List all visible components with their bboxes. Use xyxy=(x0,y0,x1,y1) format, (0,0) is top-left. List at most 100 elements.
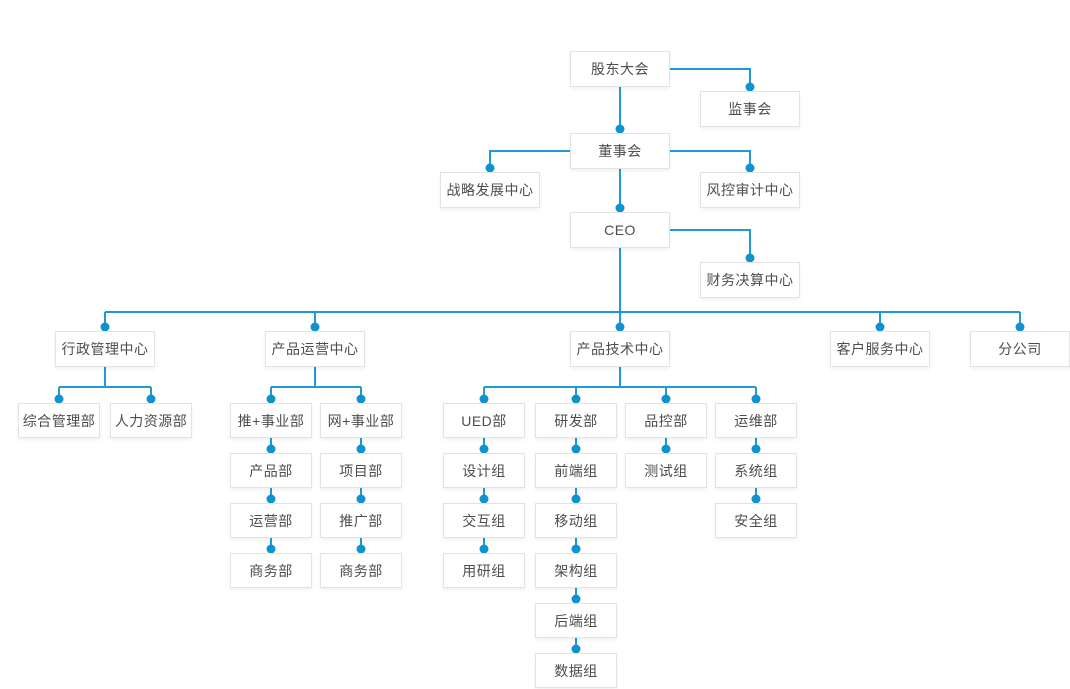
org-node-supervisory-board: 监事会 xyxy=(700,91,800,127)
connector-dot xyxy=(356,444,366,454)
org-node-label: 产品技术中心 xyxy=(576,341,664,357)
org-node-label: 客户服务中心 xyxy=(836,341,924,357)
org-node-label: 推广部 xyxy=(339,512,383,529)
org-node-data-group: 数据组 xyxy=(535,653,617,688)
connector-dot xyxy=(615,124,625,134)
connector-dot xyxy=(875,322,885,332)
org-node-label: 项目部 xyxy=(339,462,383,479)
org-node-wang-division: 网+事业部 xyxy=(320,403,402,438)
org-node-customer-service-center: 客户服务中心 xyxy=(830,331,930,367)
org-node-label: 安全组 xyxy=(734,512,778,529)
connector-dot xyxy=(571,544,581,554)
org-node-ceo: CEO xyxy=(570,212,670,248)
org-node-label: 商务部 xyxy=(339,562,383,579)
connector-dot xyxy=(661,444,671,454)
connector-dot xyxy=(745,82,755,92)
org-node-hr-dept: 人力资源部 xyxy=(110,403,192,438)
org-node-label: CEO xyxy=(604,222,636,238)
org-node-operations-dept: 运营部 xyxy=(230,503,312,538)
connector-dot xyxy=(615,322,625,332)
connector-dot xyxy=(751,394,761,404)
connector-dot xyxy=(745,163,755,173)
connector-dot xyxy=(571,594,581,604)
connector-line xyxy=(670,68,751,91)
connector-dot xyxy=(266,444,276,454)
org-node-product-tech-center: 产品技术中心 xyxy=(570,331,670,367)
org-node-mobile-group: 移动组 xyxy=(535,503,617,538)
org-node-product-dept: 产品部 xyxy=(230,453,312,488)
org-node-label: 研发部 xyxy=(554,412,598,429)
org-node-label: 人力资源部 xyxy=(114,412,188,429)
org-node-label: 产品运营中心 xyxy=(271,341,359,357)
org-node-label: 架构组 xyxy=(554,562,598,579)
org-node-label: 推+事业部 xyxy=(237,412,305,429)
org-node-project-dept: 项目部 xyxy=(320,453,402,488)
org-node-label: 数据组 xyxy=(554,662,598,679)
org-node-finance-center: 财务决算中心 xyxy=(700,262,800,298)
org-node-label: 综合管理部 xyxy=(22,412,96,429)
org-node-business-dept-2: 商务部 xyxy=(320,553,402,588)
connector-line xyxy=(670,150,751,172)
connector-dot xyxy=(1015,322,1025,332)
org-node-design-group: 设计组 xyxy=(443,453,525,488)
org-node-label: 产品部 xyxy=(249,462,293,479)
org-node-general-mgmt-dept: 综合管理部 xyxy=(18,403,100,438)
org-node-user-research-group: 用研组 xyxy=(443,553,525,588)
org-node-architecture-group: 架构组 xyxy=(535,553,617,588)
connector-dot xyxy=(479,394,489,404)
org-node-label: 品控部 xyxy=(644,412,688,429)
org-node-promotion-dept: 推广部 xyxy=(320,503,402,538)
connector-dot xyxy=(266,494,276,504)
connector-dot xyxy=(751,444,761,454)
org-node-ops-dept: 运维部 xyxy=(715,403,797,438)
org-node-label: 设计组 xyxy=(462,462,506,479)
connector-dot xyxy=(571,444,581,454)
org-node-label: 网+事业部 xyxy=(327,412,395,429)
org-node-label: 运维部 xyxy=(734,412,778,429)
connector-dot xyxy=(745,253,755,263)
connector-dot xyxy=(54,394,64,404)
org-node-backend-group: 后端组 xyxy=(535,603,617,638)
org-node-testing-group: 测试组 xyxy=(625,453,707,488)
connector-dot xyxy=(479,544,489,554)
org-node-label: 移动组 xyxy=(554,512,598,529)
connector-line xyxy=(489,150,570,172)
connector-dot xyxy=(751,494,761,504)
connector-line xyxy=(670,229,751,262)
org-node-label: 监事会 xyxy=(728,101,772,117)
connector-dot xyxy=(479,494,489,504)
org-node-label: 分公司 xyxy=(998,341,1042,357)
org-node-shareholders-meeting: 股东大会 xyxy=(570,51,670,87)
connector-dot xyxy=(266,394,276,404)
org-node-frontend-group: 前端组 xyxy=(535,453,617,488)
org-node-qc-dept: 品控部 xyxy=(625,403,707,438)
org-node-label: 股东大会 xyxy=(591,61,649,77)
connector-dot xyxy=(571,644,581,654)
org-node-tui-division: 推+事业部 xyxy=(230,403,312,438)
connector-dot xyxy=(310,322,320,332)
connector-dot xyxy=(615,203,625,213)
org-node-risk-audit-center: 风控审计中心 xyxy=(700,172,800,208)
connector-dot xyxy=(356,394,366,404)
org-node-label: 交互组 xyxy=(462,512,506,529)
org-node-label: 行政管理中心 xyxy=(61,341,149,357)
connector-dot xyxy=(485,163,495,173)
org-node-label: 系统组 xyxy=(734,462,778,479)
org-node-branch-company: 分公司 xyxy=(970,331,1070,367)
connector-dot xyxy=(571,394,581,404)
connector-dot xyxy=(356,544,366,554)
connector-dot xyxy=(479,444,489,454)
org-node-label: 财务决算中心 xyxy=(706,272,794,288)
org-node-business-dept-1: 商务部 xyxy=(230,553,312,588)
org-node-board-of-directors: 董事会 xyxy=(570,133,670,169)
org-node-interaction-group: 交互组 xyxy=(443,503,525,538)
org-node-ued-dept: UED部 xyxy=(443,403,525,438)
org-node-label: 商务部 xyxy=(249,562,293,579)
org-node-rd-dept: 研发部 xyxy=(535,403,617,438)
org-node-security-group: 安全组 xyxy=(715,503,797,538)
connector-dot xyxy=(356,494,366,504)
org-node-label: 运营部 xyxy=(249,512,293,529)
org-node-label: 用研组 xyxy=(462,562,506,579)
